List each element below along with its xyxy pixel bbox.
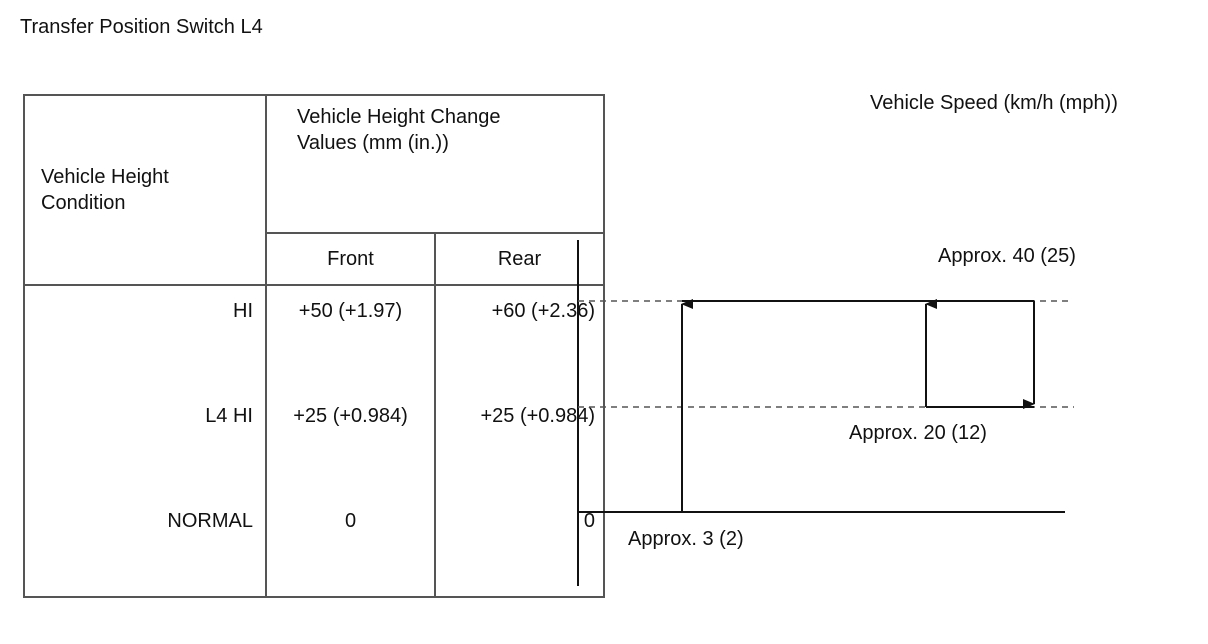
condition-column: HI L4 HI NORMAL: [23, 284, 267, 598]
rear-l4-hi-value: +25 (+0.984): [480, 405, 595, 427]
header-values-line-1: Vehicle Height Change: [297, 106, 501, 128]
header-vehicle-height-condition: Vehicle Height Condition: [23, 94, 267, 286]
front-l4-hi-value: +25 (+0.984): [293, 405, 408, 427]
page-title: Transfer Position Switch L4: [20, 16, 263, 38]
condition-normal: NORMAL: [167, 510, 253, 532]
header-condition-line-1: Vehicle Height: [41, 166, 169, 188]
label-approx-40: Approx. 40 (25): [938, 245, 1076, 267]
front-normal-value: 0: [344, 510, 357, 532]
label-approx-3: Approx. 3 (2): [628, 528, 744, 550]
front-column: +50 (+1.97) +25 (+0.984) 0: [265, 284, 436, 598]
condition-hi: HI: [233, 300, 253, 322]
rear-hi-value: +60 (+2.36): [491, 300, 595, 322]
rear-column: +60 (+2.36) +25 (+0.984) 0: [434, 284, 605, 598]
rear-normal-value: 0: [583, 510, 595, 532]
vehicle-speed-graph: Vehicle Speed (km/h (mph)) Approx. 40 (2…: [577, 92, 1118, 586]
header-values-line-2: Values (mm (in.)): [297, 132, 449, 154]
header-rear: Rear: [434, 232, 605, 286]
condition-l4-hi: L4 HI: [205, 405, 253, 427]
header-front: Front: [265, 232, 436, 286]
header-condition-line-2: Condition: [41, 192, 126, 214]
front-hi-value: +50 (+1.97): [298, 300, 403, 322]
header-height-change-values: Vehicle Height Change Values (mm (in.)): [265, 94, 605, 234]
vehicle-height-table: Vehicle Height Condition Vehicle Height …: [23, 94, 605, 598]
label-approx-20: Approx. 20 (12): [849, 422, 987, 444]
axis-label-vehicle-speed: Vehicle Speed (km/h (mph)): [870, 92, 1118, 114]
